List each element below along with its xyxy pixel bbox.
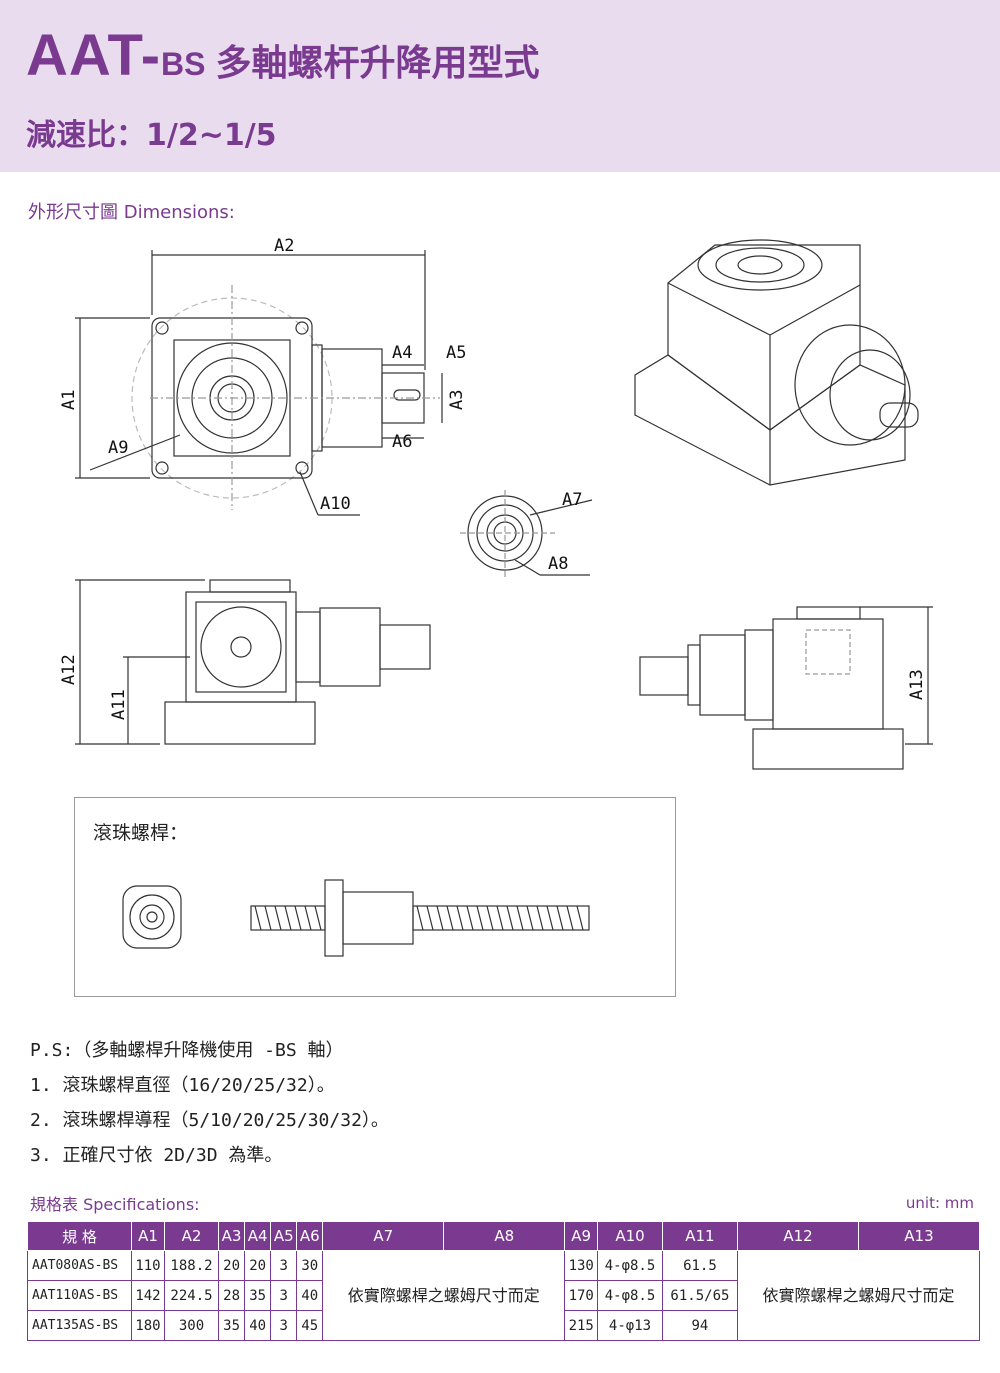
- cell-a9: 130: [564, 1250, 599, 1281]
- header-a5: A5: [270, 1221, 298, 1251]
- cell-a1: 110: [131, 1250, 165, 1281]
- header-a11: A11: [661, 1221, 739, 1251]
- header-a3: A3: [218, 1221, 246, 1251]
- cell-model: AAT110AS-BS: [27, 1280, 132, 1311]
- header-a10: A10: [597, 1221, 663, 1251]
- cell-a5: 3: [270, 1310, 298, 1341]
- drawing-svg: A2 A4 A5 A6 A10 A7 A8 A9 A1 A3 A12 A11 A…: [59, 236, 933, 770]
- dim-a2: A2: [274, 236, 294, 256]
- header-a13: A13: [857, 1221, 981, 1251]
- dim-a11: A11: [109, 689, 129, 720]
- dim-a9: A9: [108, 438, 128, 458]
- cell-a2: 188.2: [163, 1250, 220, 1281]
- cell-a4: 35: [244, 1280, 272, 1311]
- cell-a3: 20: [218, 1250, 246, 1281]
- dim-a13: A13: [907, 669, 927, 700]
- cell-a10: 4-φ8.5: [597, 1250, 663, 1281]
- dim-a6: A6: [392, 432, 412, 452]
- header-a1: A1: [131, 1221, 165, 1251]
- dim-a3: A3: [447, 390, 467, 410]
- title-cn: 多軸螺杆升降用型式: [215, 43, 540, 84]
- cell-a1: 180: [131, 1310, 165, 1341]
- dim-a12: A12: [59, 654, 79, 685]
- dim-a5: A5: [446, 343, 466, 363]
- dimensions-label: 外形尺寸圖 Dimensions:: [28, 202, 235, 223]
- header-a12: A12: [737, 1221, 859, 1251]
- title-suffix: BS: [161, 46, 206, 82]
- cell-a1: 142: [131, 1280, 165, 1311]
- cell-a9: 215: [564, 1310, 599, 1341]
- header-a2: A2: [163, 1221, 220, 1251]
- dim-a8: A8: [548, 554, 568, 574]
- cell-a7-a8-merged: 依實際螺桿之螺姆尺寸而定: [322, 1250, 566, 1341]
- cell-a4: 40: [244, 1310, 272, 1341]
- ballscrew-drawing: [122, 879, 590, 957]
- cell-model: AAT135AS-BS: [27, 1310, 132, 1341]
- unit-label: unit: mm: [905, 1194, 974, 1212]
- cell-a5: 3: [270, 1280, 298, 1311]
- dim-a7: A7: [562, 490, 582, 510]
- header-banner: [0, 0, 1000, 172]
- header-a8: A8: [443, 1221, 566, 1251]
- table-row: AAT135AS-BS 180 300 35 40 3 45 215 4-φ13…: [27, 1310, 980, 1341]
- cell-a3: 35: [218, 1310, 246, 1341]
- spec-label: 規格表 Specifications:: [30, 1195, 200, 1214]
- note-2: 2. 滾珠螺桿導程（5/10/20/25/30/32）。: [30, 1110, 389, 1131]
- table-row: AAT080AS-BS 110 188.2 20 20 3 30 依實際螺桿之螺…: [27, 1250, 980, 1341]
- cell-a9: 170: [564, 1280, 599, 1311]
- cell-a6: 45: [296, 1310, 324, 1341]
- ballscrew-label: 滾珠螺桿：: [93, 822, 189, 844]
- ballscrew-panel: 滾珠螺桿：: [74, 797, 676, 997]
- cell-a10: 4-φ13: [597, 1310, 663, 1341]
- cell-a5: 3: [270, 1250, 298, 1281]
- cell-a6: 30: [296, 1250, 324, 1281]
- title-main: AAT-: [26, 23, 162, 88]
- notes-block: P.S:（多軸螺桿升降機使用 -BS 軸） 1. 滾珠螺桿直徑（16/20/25…: [30, 1033, 389, 1173]
- spec-table: 規 格 A1 A2 A3 A4 A5 A6 A7 A8 A9 A10 A11 A…: [27, 1221, 981, 1341]
- cell-a12-a13-merged: 依實際螺桿之螺姆尺寸而定: [737, 1250, 980, 1341]
- cell-a2: 224.5: [163, 1280, 220, 1311]
- cell-a11: 94: [661, 1310, 739, 1341]
- dimension-drawing: A2 A4 A5 A6 A10 A7 A8 A9 A1 A3 A12 A11 A…: [0, 225, 1000, 785]
- dim-a10: A10: [320, 494, 351, 514]
- note-1: 1. 滾珠螺桿直徑（16/20/25/32）。: [30, 1075, 335, 1096]
- note-ps: P.S:（多軸螺桿升降機使用 -BS 軸）: [30, 1040, 344, 1061]
- header-a7: A7: [322, 1221, 445, 1251]
- spec-header-row: 規 格 A1 A2 A3 A4 A5 A6 A7 A8 A9 A10 A11 A…: [27, 1221, 981, 1251]
- header-model: 規 格: [27, 1221, 132, 1251]
- page-subtitle: 減速比：1/2~1/5: [26, 118, 277, 153]
- cell-a2: 300: [163, 1310, 220, 1341]
- header-a6: A6: [296, 1221, 324, 1251]
- dim-a1: A1: [59, 390, 79, 410]
- cell-model: AAT080AS-BS: [27, 1250, 132, 1281]
- cell-a3: 28: [218, 1280, 246, 1311]
- header-a4: A4: [244, 1221, 272, 1251]
- dim-a4: A4: [392, 343, 412, 363]
- cell-a6: 40: [296, 1280, 324, 1311]
- header-a9: A9: [564, 1221, 599, 1251]
- cell-a4: 20: [244, 1250, 272, 1281]
- cell-a11: 61.5: [661, 1250, 739, 1281]
- cell-a11: 61.5/65: [661, 1280, 739, 1311]
- cell-a10: 4-φ8.5: [597, 1280, 663, 1311]
- note-3: 3. 正確尺寸依 2D/3D 為準。: [30, 1145, 283, 1166]
